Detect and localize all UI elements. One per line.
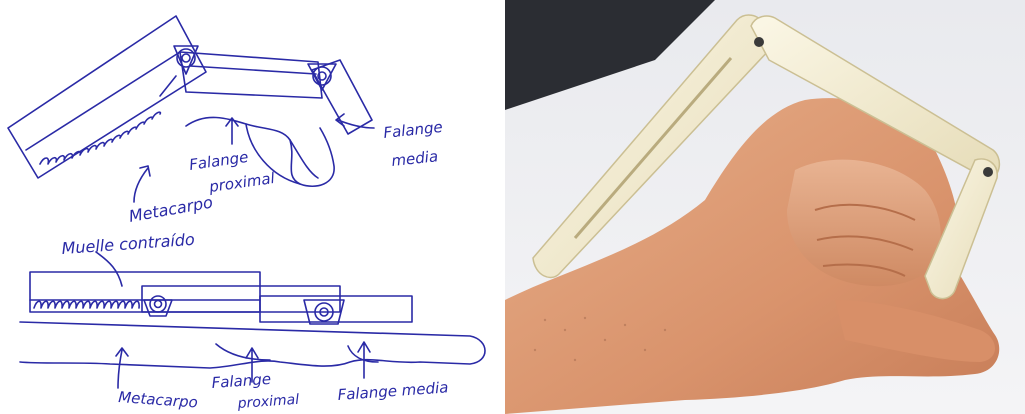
metacarpal-housing-bottom	[30, 272, 260, 312]
label-falange-proximal-bottom-line1: Falange	[211, 370, 272, 392]
photo-panel	[505, 0, 1025, 414]
label-falange-media-line1: Falange	[383, 118, 444, 142]
label-falange-proximal-line2: proximal	[207, 169, 277, 196]
sketch-panel: Falange media Falange proximal Metacarpo…	[0, 0, 505, 414]
label-falange-media-line2: media	[391, 147, 439, 170]
pivot-bottom-1	[150, 296, 166, 312]
sketch-drawing: Falange media Falange proximal Metacarpo…	[0, 0, 505, 414]
label-metacarpo-bottom: Metacarpo	[118, 388, 199, 412]
spring-bottom	[34, 301, 139, 308]
proximal-plate-bottom	[142, 286, 340, 312]
label-metacarpo-top: Metacarpo	[127, 192, 214, 225]
middle-plate-top	[312, 60, 372, 134]
splint-photo	[505, 0, 1025, 414]
label-muelle-contraido: Muelle contraído	[61, 230, 196, 258]
pivot-screw-2	[983, 167, 993, 177]
label-falange-proximal-line1: Falange	[188, 148, 249, 174]
metacarpal-housing-top	[8, 16, 206, 178]
pivot-screw-1	[754, 37, 764, 47]
label-falange-proximal-bottom-line2: proximal	[236, 392, 300, 412]
label-falange-media-bottom: Falange media	[337, 378, 449, 404]
